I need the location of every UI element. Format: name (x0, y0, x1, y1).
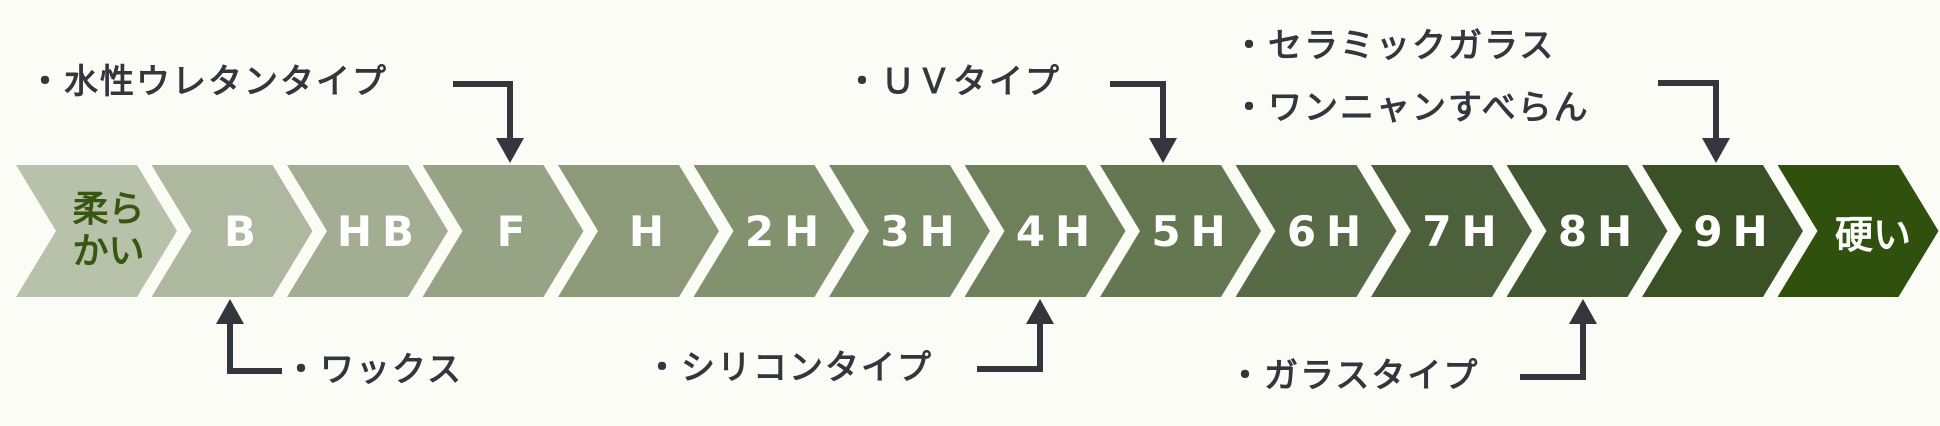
hardness-step-label: 柔らかい (72, 189, 145, 272)
label-wannyan: ・ワンニャンすべらん (1232, 88, 1590, 128)
arrow-line-wax (227, 322, 282, 374)
label-uv: ・ＵＶタイプ (845, 62, 1061, 102)
arrow-line-silicone (977, 322, 1043, 372)
arrow-head-down-icon (1149, 138, 1177, 163)
hardness-step-label: B (223, 206, 266, 256)
arrow-line-glass (1520, 322, 1586, 380)
label-water-urethane: ・水性ウレタンタイプ (28, 62, 388, 102)
hardness-step-label: H (628, 206, 675, 256)
arrow-head-up-icon (1026, 299, 1054, 324)
arrow-head-down-icon (496, 138, 524, 163)
arrow-line-uv (1110, 81, 1166, 140)
hardness-step-label: 3H (880, 206, 965, 256)
hardness-step-label: 2H (744, 206, 830, 256)
hardness-step-label: 9H (1693, 206, 1778, 256)
arrow-head-up-icon (216, 299, 244, 324)
hardness-step: B (151, 165, 313, 297)
hardness-step-label: 4H (1015, 206, 1101, 256)
hardness-step-label: HB (336, 206, 425, 256)
label-silicone: ・シリコンタイプ (645, 348, 933, 388)
arrow-head-up-icon (1569, 299, 1597, 324)
hardness-step-label: 7H (1422, 206, 1507, 256)
hardness-step-label: 8H (1557, 206, 1643, 256)
label-ceramic-glass: ・セラミックガラス (1232, 26, 1556, 66)
label-glass: ・ガラスタイプ (1228, 356, 1480, 396)
arrow-head-down-icon (1702, 138, 1730, 163)
arrow-line-water-urethane (453, 81, 513, 140)
hardness-step-label: 硬い (1834, 212, 1911, 257)
label-wax: ・ワックス (284, 350, 463, 390)
arrow-line-wannyan (1658, 80, 1719, 140)
hardness-step-label: F (496, 206, 536, 256)
hardness-step-label: 5H (1151, 206, 1236, 256)
hardness-step-label: 6H (1286, 206, 1372, 256)
hardness-step: 硬い (1777, 165, 1939, 297)
